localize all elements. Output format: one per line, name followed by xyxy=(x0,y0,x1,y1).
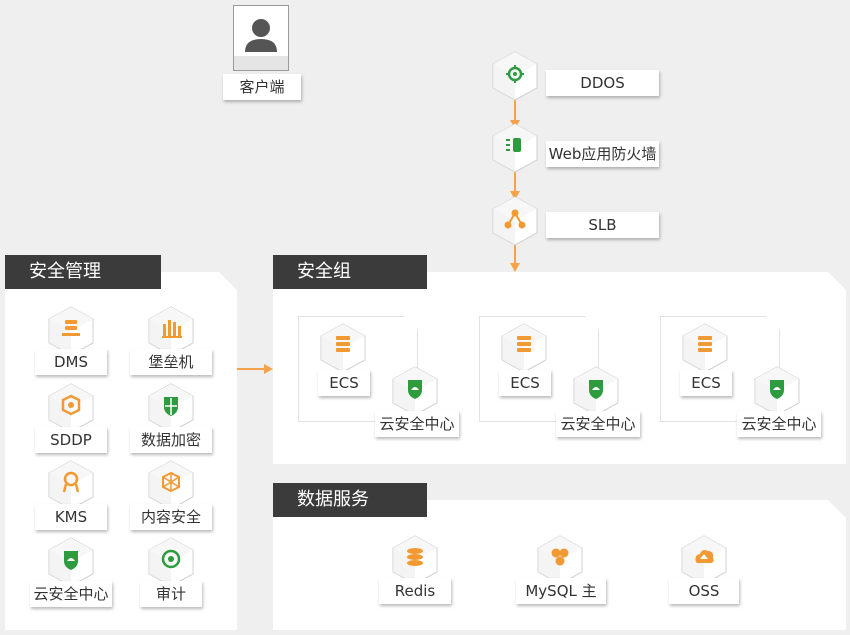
security-center-icon xyxy=(392,366,438,416)
audit-label: 审计 xyxy=(140,581,202,607)
kms-icon xyxy=(48,460,94,510)
mysql-label: MySQL 主 xyxy=(516,578,606,604)
ecs-label: ECS xyxy=(680,370,732,396)
oss-label: OSS xyxy=(669,578,739,604)
security-center-icon xyxy=(48,537,94,587)
audit-icon xyxy=(148,537,194,587)
security-center-label: 云安全中心 xyxy=(737,411,821,437)
ecs-label: ECS xyxy=(318,370,370,396)
data-encryption-label: 数据加密 xyxy=(130,427,212,453)
client-label: 客户端 xyxy=(223,74,301,100)
waf-label: Web应用防火墙 xyxy=(546,141,659,167)
ddos-icon xyxy=(492,51,538,101)
kms-label: KMS xyxy=(35,504,107,530)
security-management-title: 安全管理 xyxy=(5,255,161,289)
security-group-title: 安全组 xyxy=(273,255,427,289)
slb-icon xyxy=(492,196,538,246)
redis-label: Redis xyxy=(379,578,451,604)
client-user-box xyxy=(233,5,289,71)
ecs-label: ECS xyxy=(499,370,551,396)
security-center-label: 云安全中心 xyxy=(30,581,112,607)
data-services-title: 数据服务 xyxy=(273,483,427,517)
oss-icon xyxy=(681,535,727,585)
data-encryption-icon xyxy=(148,383,194,433)
dms-icon xyxy=(48,306,94,356)
content-security-label: 内容安全 xyxy=(130,504,212,530)
security-center-icon xyxy=(573,366,619,416)
bastion-host-label: 堡垒机 xyxy=(130,349,212,375)
mysql-icon xyxy=(537,535,583,585)
ecs-icon xyxy=(682,323,728,373)
slb-label: SLB xyxy=(546,212,659,238)
dms-label: DMS xyxy=(35,349,107,375)
user-icon xyxy=(245,19,277,52)
bastion-host-icon xyxy=(148,306,194,356)
ecs-icon xyxy=(320,323,366,373)
ecs-icon xyxy=(501,323,547,373)
sddp-label: SDDP xyxy=(35,427,107,453)
redis-icon xyxy=(392,535,438,585)
sddp-icon xyxy=(48,383,94,433)
content-security-icon xyxy=(148,460,194,510)
waf-icon xyxy=(492,123,538,173)
security-center-label: 云安全中心 xyxy=(375,411,459,437)
security-center-label: 云安全中心 xyxy=(556,411,640,437)
security-center-icon xyxy=(754,366,800,416)
ddos-label: DDOS xyxy=(546,70,659,96)
